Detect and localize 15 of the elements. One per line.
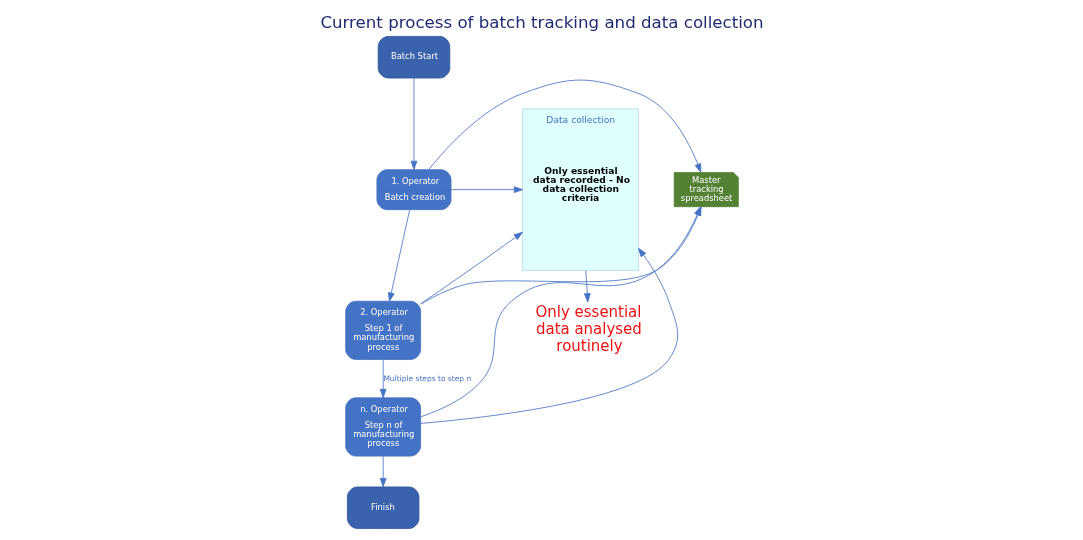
arrow bbox=[428, 79, 701, 173]
arrow bbox=[419, 231, 523, 305]
edge-label: Multiple steps to step n bbox=[382, 373, 471, 383]
arrow bbox=[379, 359, 386, 399]
arrow bbox=[410, 77, 417, 170]
node-box: Data collection Only essential data recorded - No data collection criteria bbox=[521, 108, 639, 271]
arrow bbox=[419, 247, 678, 424]
arrow bbox=[450, 186, 523, 193]
diagram-title: Current process of batch tracking and data collection bbox=[319, 13, 764, 33]
arrow bbox=[387, 209, 410, 302]
node-text: Only essential data analysed routinely bbox=[535, 303, 642, 355]
node-box: Finish bbox=[346, 486, 419, 529]
arrow bbox=[379, 455, 386, 488]
arrow bbox=[583, 270, 591, 303]
node-box: Batch Start bbox=[377, 36, 450, 79]
